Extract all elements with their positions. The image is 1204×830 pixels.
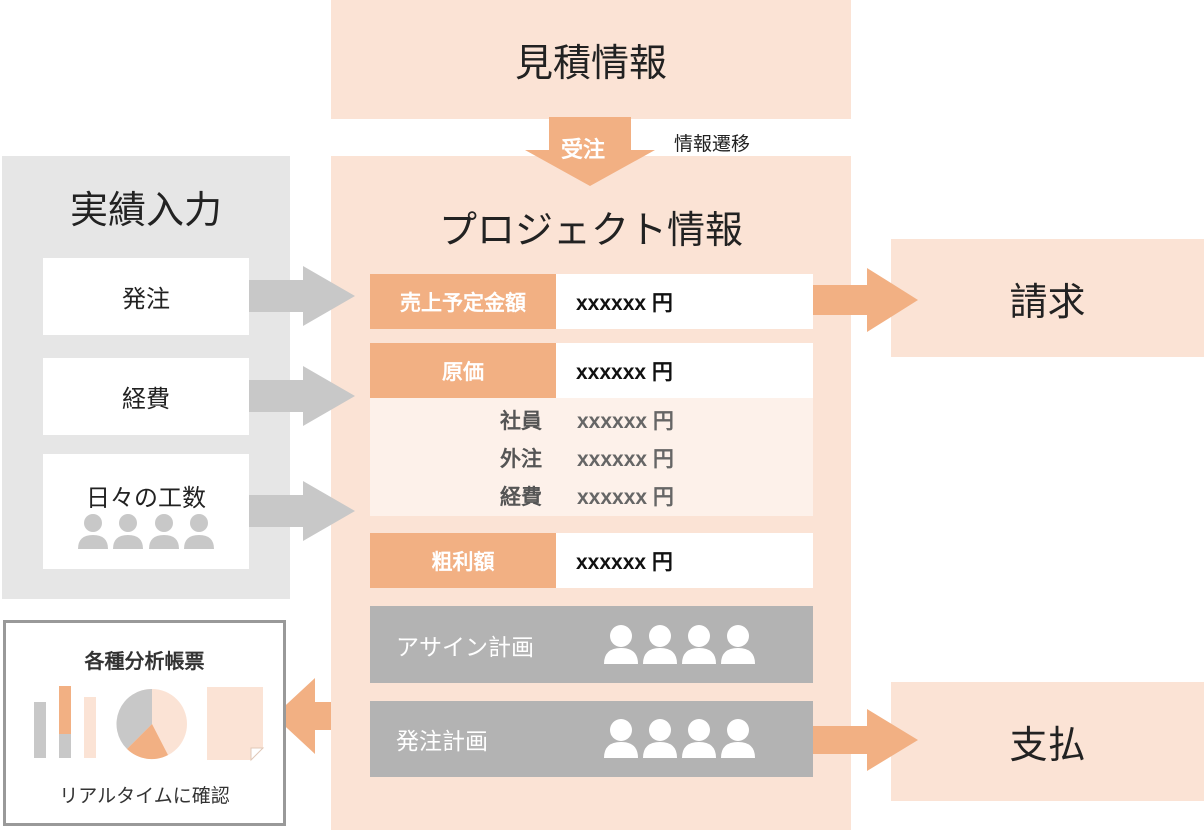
order-plan-box: 発注計画 [370, 701, 813, 777]
billing-arrow [813, 268, 918, 332]
billing-label: 請求 [1009, 279, 1086, 324]
reports-arrow [274, 678, 331, 754]
cost-item-label: 外注 [500, 447, 542, 471]
order-note: 情報遷移 [674, 133, 751, 155]
sales-value-cell: xxxxxx 円 [556, 274, 813, 329]
cost-item-value: xxxxxx 円 [577, 410, 674, 433]
payment-label: 支払 [1009, 723, 1086, 767]
order-label: 受注 [561, 138, 606, 163]
actual-arrow-order [248, 266, 355, 326]
gross-label: 粗利額 [431, 549, 495, 574]
billing-box: 請求 [891, 239, 1204, 357]
payment-arrow [813, 709, 918, 771]
cost-label-cell: 原価 [370, 343, 556, 398]
order-arrow [525, 117, 655, 186]
actuals-title: 実績入力 [69, 187, 222, 232]
reports-caption: リアルタイムに確認 [59, 785, 230, 807]
order-plan-label: 発注計画 [396, 729, 488, 755]
gross-value-cell: xxxxxx 円 [556, 533, 813, 588]
actual-item-workhours: 日々の工数 [43, 454, 249, 569]
gross-value: xxxxxx 円 [576, 550, 673, 574]
cost-item-label: 経費 [500, 485, 542, 509]
cost-value-cell: xxxxxx 円 [556, 343, 813, 398]
cost-item-value: xxxxxx 円 [577, 486, 674, 509]
sales-value: xxxxxx 円 [576, 291, 673, 315]
cost-item-label: 社員 [500, 409, 542, 433]
cost-breakdown [370, 398, 813, 516]
sales-label: 売上予定金額 [400, 290, 526, 315]
actual-item-expense: 経費 [43, 358, 249, 435]
cost-item-value: xxxxxx 円 [577, 448, 674, 471]
estimate-box: 見積情報 [331, 0, 851, 119]
reports-title: 各種分析帳票 [84, 649, 205, 673]
gross-label-cell: 粗利額 [370, 533, 556, 588]
cost-label: 原価 [442, 359, 484, 384]
sales-label-cell: 売上予定金額 [370, 274, 556, 329]
payment-box: 支払 [891, 682, 1204, 801]
actual-arrow-workhours [248, 481, 355, 541]
project-title: プロジェクト情報 [438, 207, 743, 252]
assign-plan-box: アサイン計画 [370, 606, 813, 683]
cost-value: xxxxxx 円 [576, 360, 673, 384]
estimate-title: 見積情報 [514, 41, 667, 85]
actual-item-order: 発注 [43, 258, 249, 335]
assign-plan-label: アサイン計画 [396, 634, 534, 661]
actual-arrow-expense [248, 366, 355, 426]
reports-box: 各種分析帳票 リアルタイムに確認 [3, 620, 286, 826]
